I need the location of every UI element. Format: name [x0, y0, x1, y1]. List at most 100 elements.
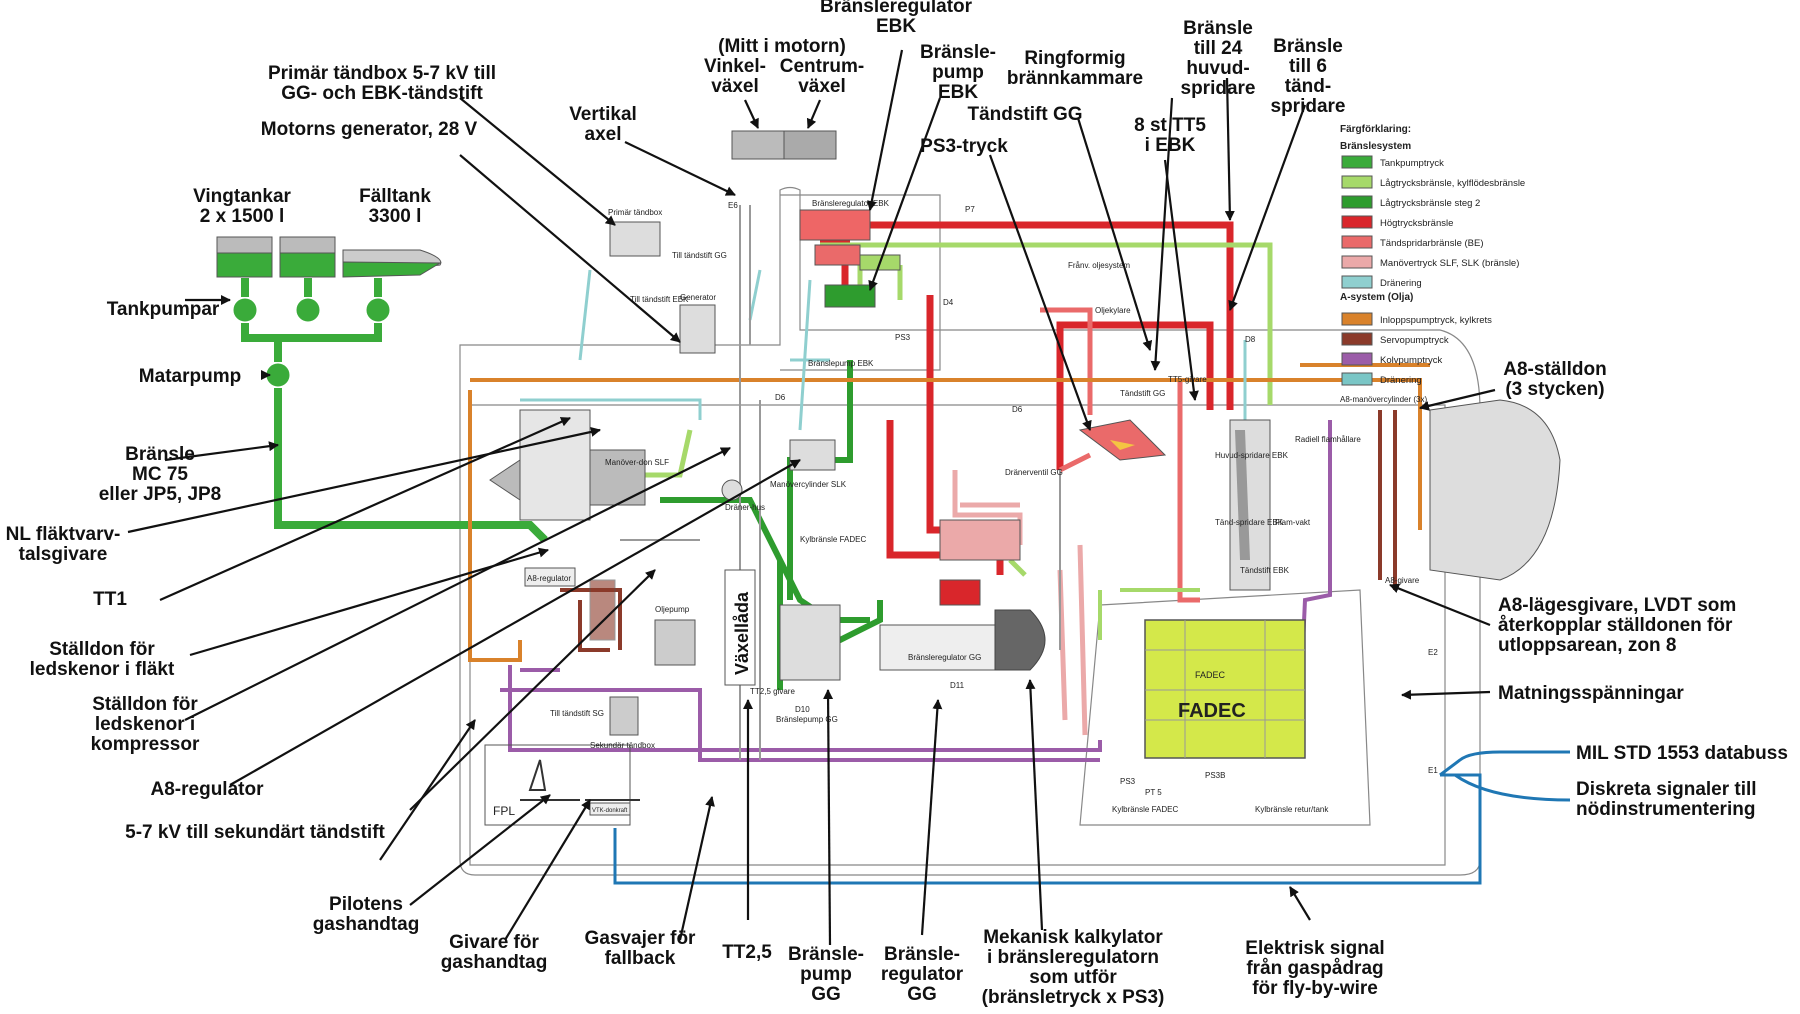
legend-fuel-label-1: Lågtrycksbränsle, kylflödesbränsle — [1380, 178, 1525, 189]
callout-tt5-line-0: 8 st TT5 — [1134, 115, 1206, 136]
legend-fuel-label-5: Manövertryck SLF, SLK (bränsle) — [1380, 258, 1519, 269]
callout-feed-pump-line-0: Matarpump — [139, 366, 241, 387]
legend-fuel-swatch-3 — [1341, 215, 1373, 229]
fuel-regulator-gg-box — [879, 624, 1001, 671]
callout-fuel-reg-ebk-line-1: EBK — [876, 16, 916, 37]
callout-tank-pumps-line-0: Tankpumpar — [107, 299, 220, 320]
callout-center-gear-line-1: växel — [798, 76, 846, 97]
drain-pipes — [520, 269, 1247, 431]
callout-fan-vane-actuator-line-0: Ställdon för — [49, 639, 155, 660]
label-tandstift-ebk: Till tändstift EBK — [630, 295, 689, 304]
callout-a8-regulator: A8-regulator — [151, 779, 265, 800]
fuel-regulator-ebk-box — [799, 209, 871, 241]
label-fadec-small: FADEC — [1195, 670, 1226, 680]
a8-regulator-box — [524, 567, 576, 587]
callout-feed-pump: Matarpump — [139, 366, 241, 387]
secondary-ignition-box — [609, 696, 639, 736]
oil-pump-box — [654, 619, 696, 666]
callout-tt25: TT2,5 — [722, 942, 772, 963]
label-bransleregulator-ebk: Bränsleregulator EBK — [812, 199, 890, 208]
label-d10: D10 — [795, 705, 810, 714]
callout-center-gear: Centrum-växel — [780, 56, 864, 97]
databus-lines — [1439, 750, 1571, 802]
callout-nl-sensor: NL fläktvarv-talsgivare — [6, 524, 121, 565]
manoeuvre-pressure-pipes — [952, 470, 1088, 736]
fpl-throttle-area — [484, 744, 631, 826]
legend-fuel-swatch-0 — [1341, 155, 1373, 169]
legend-title: Färgförklaring: — [1340, 124, 1411, 135]
callout-fuel-reg-gg-line-0: Bränsle- — [884, 944, 960, 965]
label-e2: E2 — [1428, 648, 1438, 657]
label-tandstift-gg-small: Tändstift GG — [1120, 389, 1165, 398]
callout-comp-vane-actuator-line-0: Ställdon för — [92, 694, 198, 715]
callout-main-injectors-line-2: huvud- — [1186, 58, 1249, 79]
label-tt25-givare: TT2,5 givare — [750, 687, 795, 696]
legend-oil-label-2: Kolvpumptryck — [1380, 355, 1443, 366]
legend-fuel-swatch-6 — [1341, 275, 1373, 289]
callout-drop-tank-line-1: 3300 l — [369, 206, 422, 227]
callout-discrete-line-1: nödinstrumentering — [1576, 799, 1755, 820]
label-franv-oljesystem: Frånv. oljesystem — [1068, 261, 1130, 270]
legend-fuel-swatch-1 — [1341, 175, 1373, 189]
angle-gear-box — [731, 130, 785, 160]
callout-fuel-pump-ebk-line-0: Bränsle- — [920, 42, 996, 63]
fadec-unit — [1144, 619, 1306, 759]
callout-ring-chamber-line-0: Ringformig — [1024, 48, 1125, 69]
label-d11: D11 — [950, 681, 965, 690]
fuel-cooling-pipes — [1098, 588, 1200, 640]
label-e1: E1 — [1428, 766, 1438, 775]
fuel-tanks — [216, 236, 548, 543]
legend-oil-label-0: Inloppspumptryck, kylkrets — [1380, 315, 1492, 326]
callout-mech-calc-line-1: i bränsleregulatorn — [987, 947, 1159, 968]
callout-primary-box-line-0: Primär tändbox 5-7 kV till — [268, 63, 496, 84]
gearbox-box — [724, 569, 756, 686]
callout-fuel-type-line-1: MC 75 — [132, 464, 188, 485]
callout-a8-actuators-line-0: A8-ställdon — [1503, 359, 1606, 380]
callout-a8-actuators: A8-ställdon(3 stycken) — [1503, 359, 1606, 400]
label-tt5-givare: TT5-givare — [1168, 375, 1207, 384]
callout-fuel-pump-gg-line-1: pump — [800, 964, 852, 985]
label-generator: Generator — [680, 293, 716, 302]
servo-pipes — [560, 410, 1397, 652]
callout-supply-voltage-line-0: Matningsspänningar — [1498, 683, 1684, 704]
label-sekundar-tandbox: Sekundär tändbox — [590, 741, 655, 750]
legend-fuel-label-2: Lågtrycksbränsle steg 2 — [1380, 198, 1480, 209]
legend-fuel-label-0: Tankpumptryck — [1380, 158, 1444, 169]
callout-fuel-pump-ebk-line-2: EBK — [938, 82, 978, 103]
label-bransle-pump-ebk: Bränslepump EBK — [808, 359, 874, 368]
callout-main-injectors-line-0: Bränsle — [1183, 18, 1253, 39]
callout-wing-tanks-line-1: 2 x 1500 l — [200, 206, 285, 227]
fly-by-wire-signal-line — [613, 773, 1482, 885]
primary-ignition-box — [609, 221, 661, 257]
callout-angle-gear-line-1: växel — [711, 76, 759, 97]
callout-fuel-reg-gg-line-1: regulator — [881, 964, 964, 985]
callout-tt1-line-0: TT1 — [93, 589, 127, 610]
label-ps3: PS3 — [895, 333, 911, 342]
callout-drop-tank-line-0: Fälltank — [359, 186, 431, 207]
legend-oil-header: A-system (Olja) — [1340, 292, 1413, 303]
label-e6: E6 — [728, 201, 738, 210]
callout-primary-box-line-1: GG- och EBK-tändstift — [281, 83, 483, 104]
label-bransle-pump-gg: Bränslepump GG — [776, 715, 838, 724]
label-fadec-big: FADEC — [1178, 700, 1246, 722]
callout-wing-tanks-line-0: Vingtankar — [193, 186, 291, 207]
annular-combustor — [1078, 419, 1167, 461]
callout-ps3: PS3-tryck — [920, 136, 1008, 157]
legend-oil-swatch-3 — [1341, 372, 1373, 386]
mechanical-calculator — [994, 609, 1046, 671]
callout-ring-chamber-line-1: brännkammare — [1007, 68, 1143, 89]
